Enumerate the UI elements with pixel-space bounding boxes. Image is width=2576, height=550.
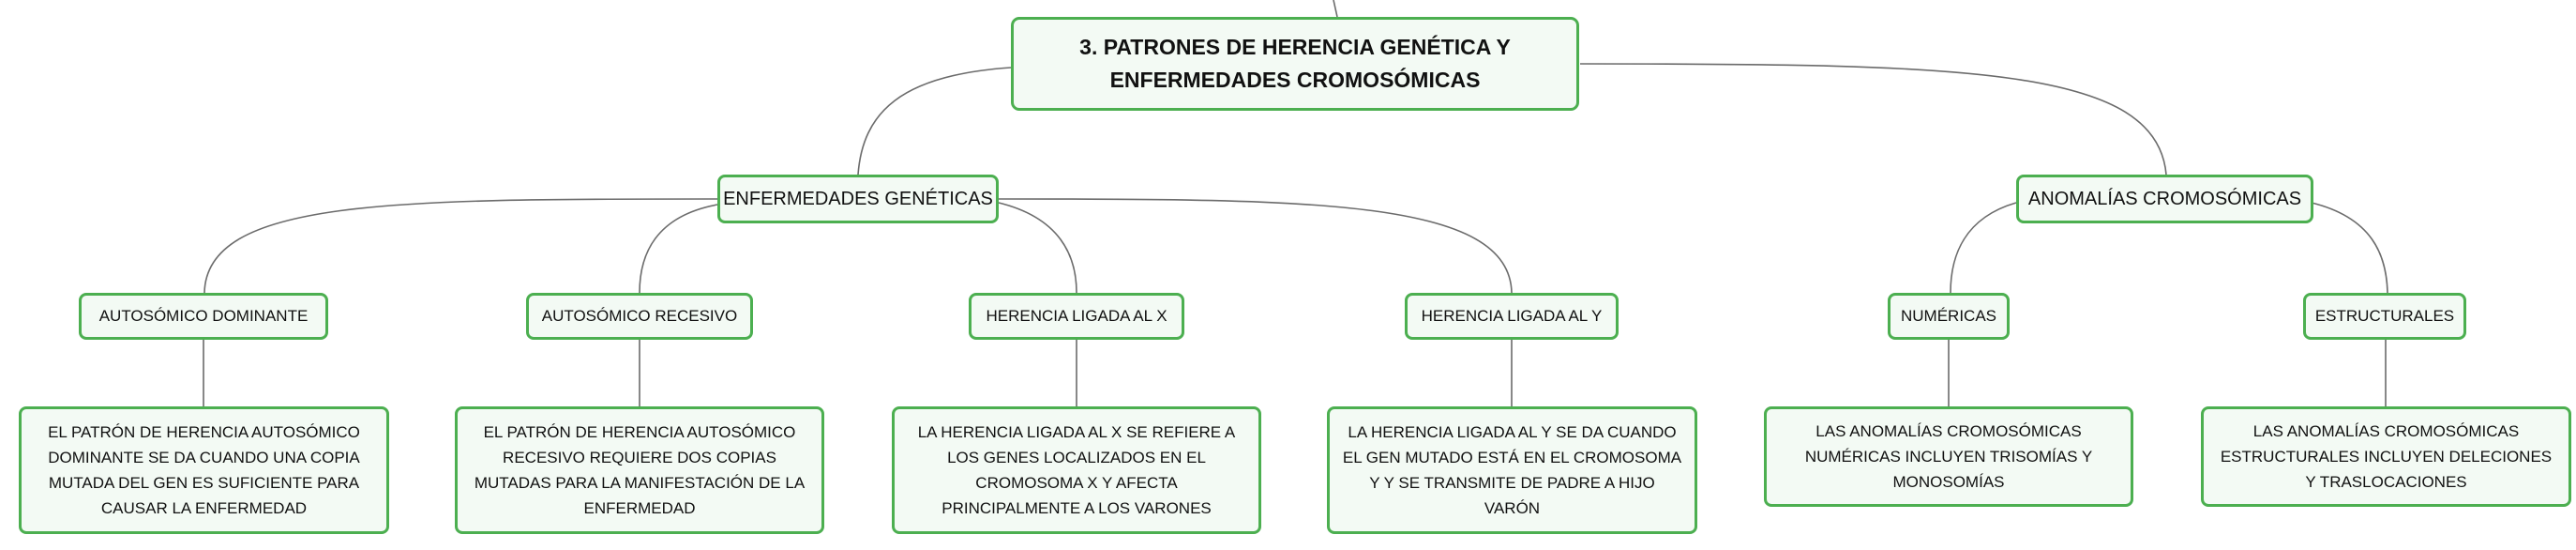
connector-enfermedades-dominante bbox=[203, 198, 718, 294]
connector-anomalias-numericas bbox=[1950, 202, 2017, 294]
subtopic-label: ESTRUCTURALES bbox=[2314, 307, 2455, 325]
connector-enfermedades-ligada-x bbox=[998, 202, 1077, 294]
subtopic-label: AUTOSÓMICO RECESIVO bbox=[541, 307, 738, 325]
subtopic-numericas[interactable]: NUMÉRICAS bbox=[1888, 293, 2010, 340]
root-topic-text: 3. PATRONES DE HERENCIA GENÉTICA Y ENFER… bbox=[1079, 35, 1511, 92]
description-text: LA HERENCIA LIGADA AL X SE REFIERE A LOS… bbox=[917, 423, 1236, 517]
topic-label: ENFERMEDADES GENÉTICAS bbox=[723, 189, 993, 209]
description-autosomico-recesivo[interactable]: EL PATRÓN DE HERENCIA AUTOSÓMICO RECESIV… bbox=[455, 406, 824, 534]
subtopic-label: HERENCIA LIGADA AL Y bbox=[1421, 307, 1603, 325]
description-text: LA HERENCIA LIGADA AL Y SE DA CUANDO EL … bbox=[1342, 423, 1682, 517]
connector-enfermedades-ligada-y bbox=[998, 198, 1513, 294]
topic-enfermedades-geneticas[interactable]: ENFERMEDADES GENÉTICAS bbox=[717, 175, 999, 223]
connector-anomalias-estructurales bbox=[2311, 202, 2388, 294]
root-topic-node[interactable]: 3. PATRONES DE HERENCIA GENÉTICA Y ENFER… bbox=[1011, 17, 1579, 111]
topic-label: ANOMALÍAS CROMOSÓMICAS bbox=[2027, 189, 2302, 209]
description-estructurales[interactable]: LAS ANOMALÍAS CROMOSÓMICAS ESTRUCTURALES… bbox=[2201, 406, 2571, 507]
subtopic-herencia-ligada-y[interactable]: HERENCIA LIGADA AL Y bbox=[1405, 293, 1619, 340]
subtopic-label: NUMÉRICAS bbox=[1900, 307, 1996, 325]
connector-enfermedades-recesivo bbox=[639, 204, 718, 294]
description-text: EL PATRÓN DE HERENCIA AUTOSÓMICO DOMINAN… bbox=[48, 423, 360, 517]
description-text: LAS ANOMALÍAS CROMOSÓMICAS ESTRUCTURALES… bbox=[2220, 422, 2553, 491]
connector-parent-root bbox=[1333, 0, 1338, 18]
connector-root-enfermedades bbox=[857, 67, 1012, 176]
subtopic-autosomico-recesivo[interactable]: AUTOSÓMICO RECESIVO bbox=[526, 293, 753, 340]
subtopic-estructurales[interactable]: ESTRUCTURALES bbox=[2303, 293, 2466, 340]
description-text: LAS ANOMALÍAS CROMOSÓMICAS NUMÉRICAS INC… bbox=[1804, 422, 2093, 491]
subtopic-label: AUTOSÓMICO DOMINANTE bbox=[98, 307, 309, 325]
description-numericas[interactable]: LAS ANOMALÍAS CROMOSÓMICAS NUMÉRICAS INC… bbox=[1764, 406, 2133, 507]
description-autosomico-dominante[interactable]: EL PATRÓN DE HERENCIA AUTOSÓMICO DOMINAN… bbox=[19, 406, 389, 534]
subtopic-label: HERENCIA LIGADA AL X bbox=[986, 307, 1167, 325]
description-herencia-ligada-x[interactable]: LA HERENCIA LIGADA AL X SE REFIERE A LOS… bbox=[892, 406, 1261, 534]
subtopic-herencia-ligada-x[interactable]: HERENCIA LIGADA AL X bbox=[969, 293, 1184, 340]
connector-root-anomalias bbox=[1579, 63, 2167, 176]
description-text: EL PATRÓN DE HERENCIA AUTOSÓMICO RECESIV… bbox=[474, 423, 806, 517]
subtopic-autosomico-dominante[interactable]: AUTOSÓMICO DOMINANTE bbox=[79, 293, 328, 340]
description-herencia-ligada-y[interactable]: LA HERENCIA LIGADA AL Y SE DA CUANDO EL … bbox=[1327, 406, 1697, 534]
topic-anomalias-cromosomicas[interactable]: ANOMALÍAS CROMOSÓMICAS bbox=[2016, 175, 2313, 223]
